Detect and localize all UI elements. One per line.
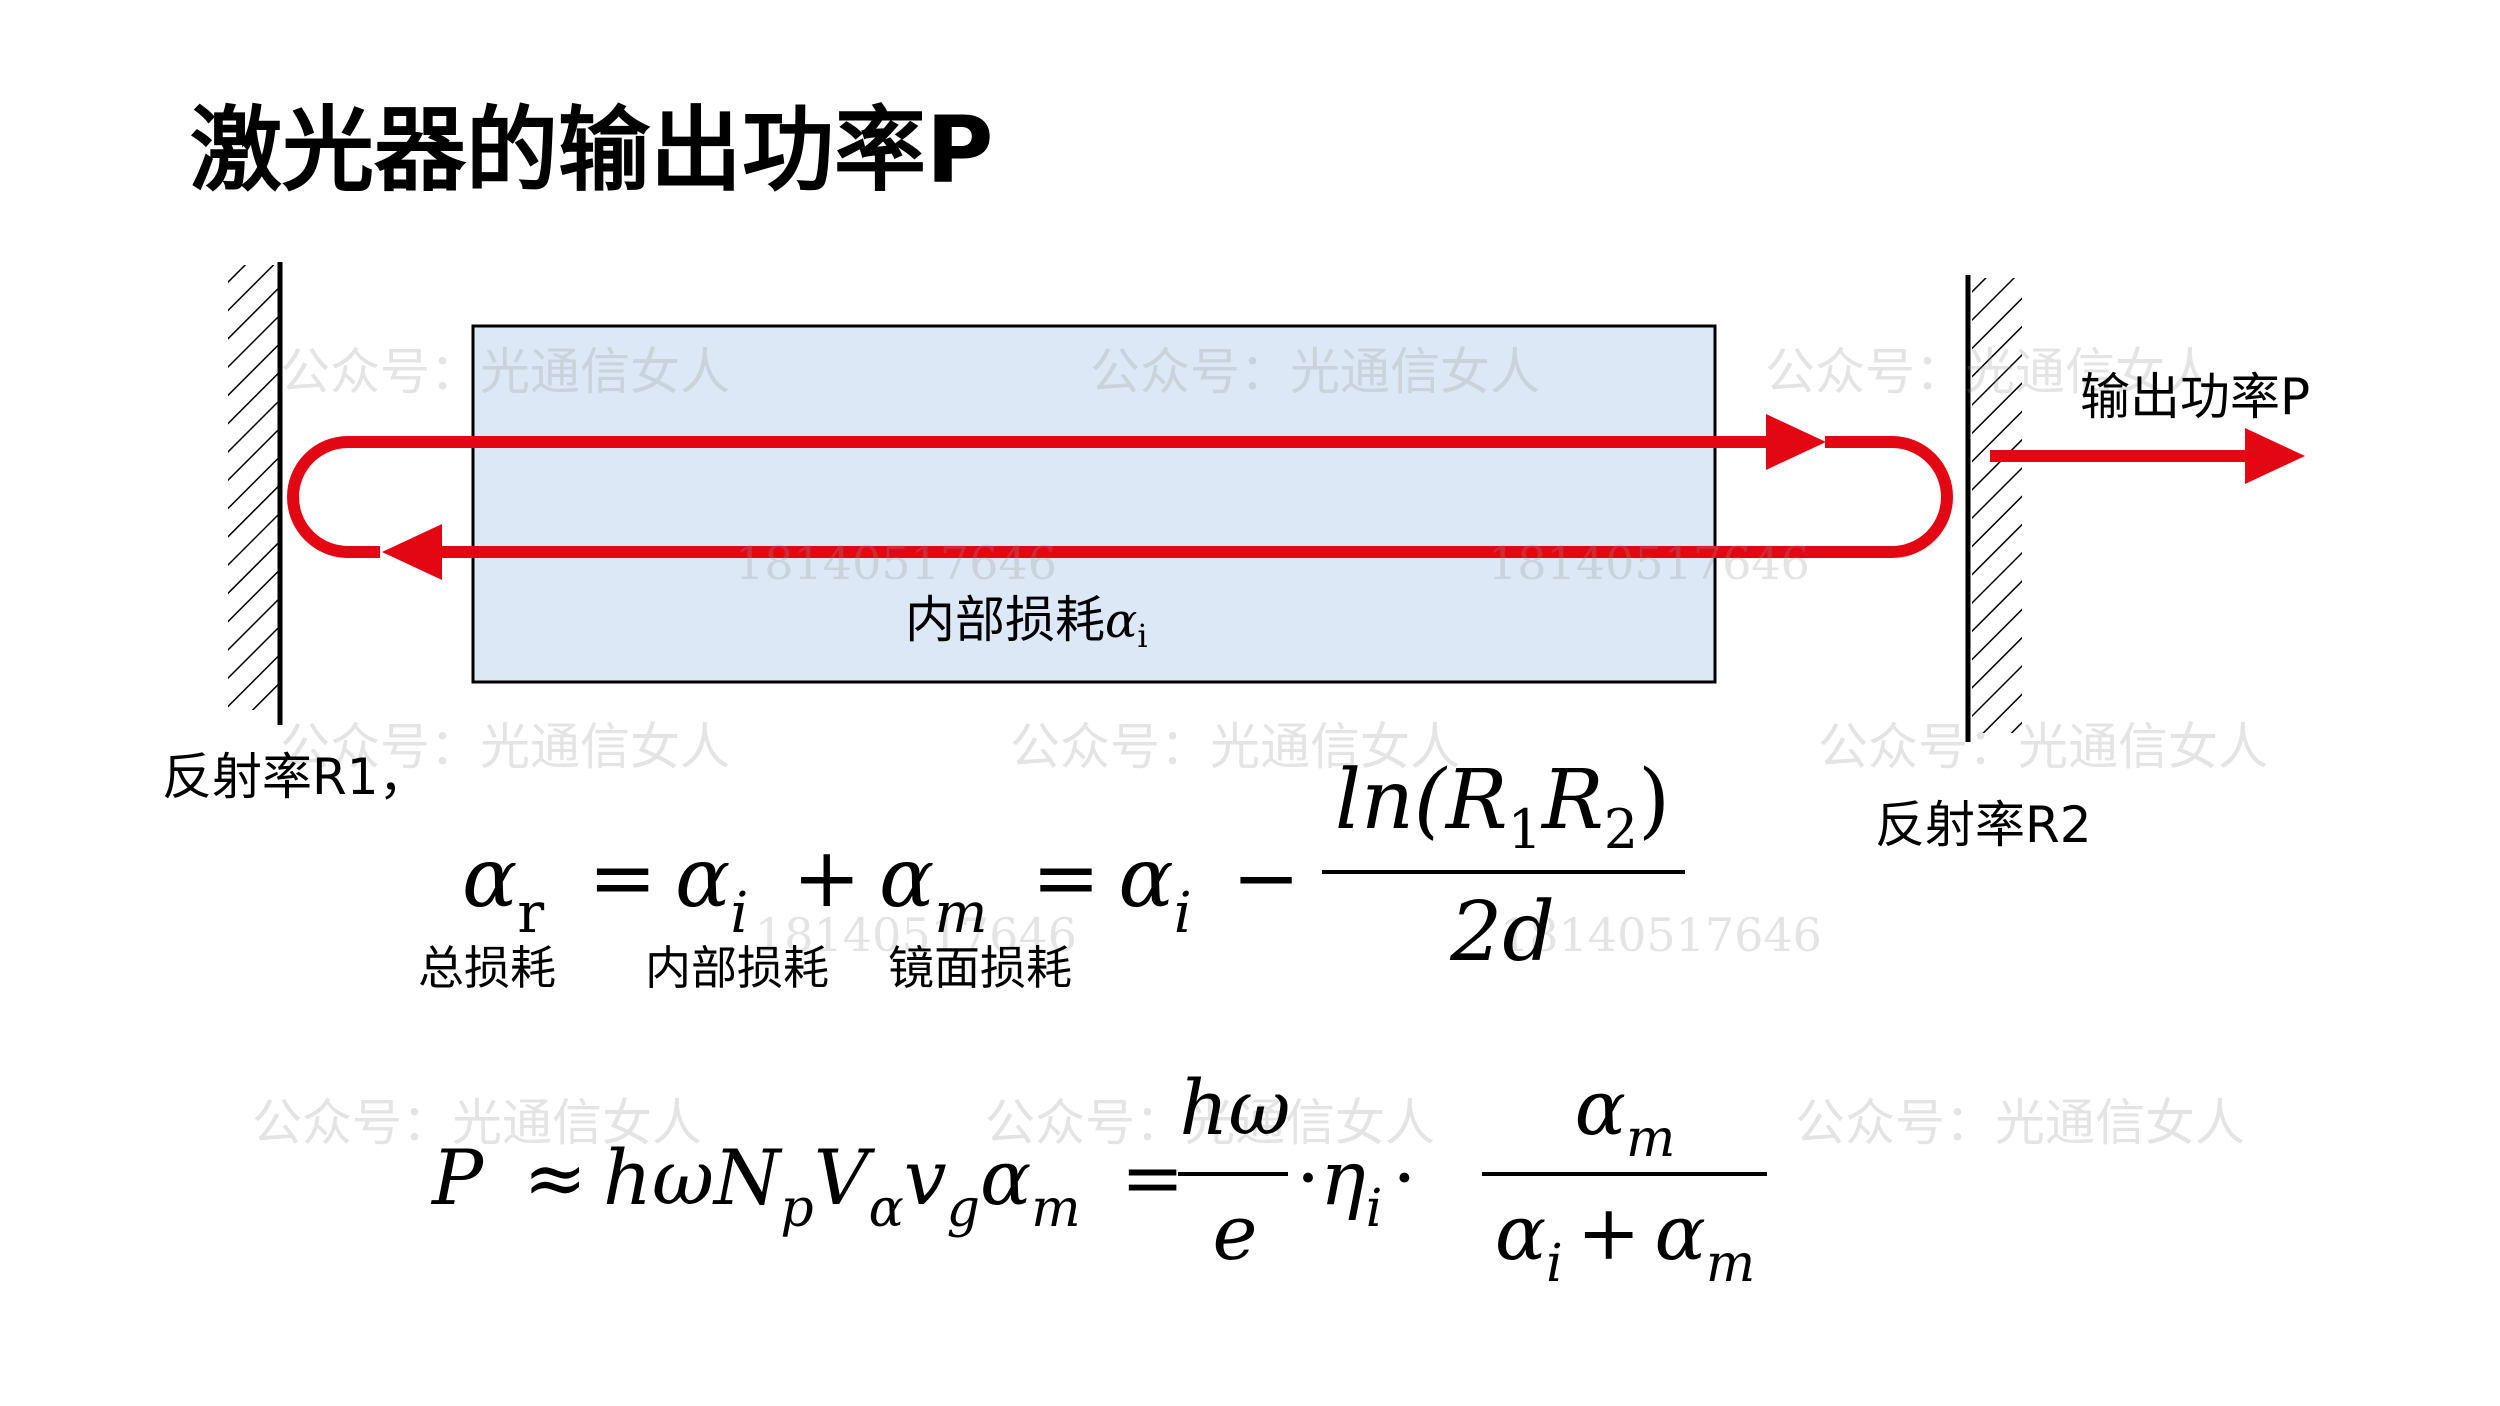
power-fraction1-numerator: hω xyxy=(1179,1063,1291,1152)
right-mirror xyxy=(1965,275,2022,742)
loss-fraction-denominator: 2d xyxy=(1450,885,1555,980)
watermark-number: 18140517646 xyxy=(1488,536,1810,590)
gain-medium xyxy=(471,324,1717,684)
watermark-account: 公众号：光通信女人 xyxy=(280,718,730,776)
left-reflectivity-label: 反射率R1， xyxy=(162,748,429,806)
output-power-label: 输出功率P xyxy=(2080,368,2311,426)
watermark-number: 18140517646 xyxy=(755,908,1077,962)
left-mirror xyxy=(228,262,283,725)
power-fraction2-denominator: αi+αm xyxy=(1494,1188,1756,1294)
loss-fraction-bar xyxy=(1322,870,1685,874)
loss-equation-lhs: αr =αi +αm =αi − xyxy=(462,831,1301,946)
watermark-account: 公众号：光通信女人 xyxy=(1795,1094,2245,1152)
power-equation-lhs: P ≈hωNpVαvgαm = xyxy=(432,1133,1185,1239)
total-loss-label: 总损耗 xyxy=(418,941,556,995)
beam-arrowheads xyxy=(382,414,2305,580)
watermark-account: 公众号：光通信女人 xyxy=(1818,718,2268,776)
watermark-account: 公众号：光通信女人 xyxy=(1090,343,1540,401)
watermark-account: 公众号：光通信女人 xyxy=(280,343,730,401)
watermark-account: 公众号：光通信女人 xyxy=(252,1094,702,1152)
watermark-account: 公众号：光通信女人 xyxy=(1010,718,1460,776)
loss-fraction-numerator: ln(R1R2) xyxy=(1334,753,1671,861)
power-fraction1-bar xyxy=(1178,1172,1288,1176)
internal-loss-caption: 内部损耗 xyxy=(645,941,829,995)
right-reflectivity-label: 反射率R2 xyxy=(1875,796,2092,854)
power-fraction2-bar xyxy=(1482,1172,1767,1176)
page-title: 激光器的输出功率P xyxy=(190,97,994,204)
power-fraction1-denominator: e xyxy=(1212,1188,1258,1277)
watermark-number: 18140517646 xyxy=(735,536,1057,590)
watermark-account: 公众号：光通信女人 xyxy=(985,1094,1435,1152)
watermark-account: 公众号：光通信女人 xyxy=(1765,343,2215,401)
output-arrowhead xyxy=(2245,428,2305,484)
mirror-loss-label: 镜面损耗 xyxy=(888,941,1072,995)
internal-loss-label: 内部损耗αi xyxy=(905,591,1148,655)
watermark-number: 18140517646 xyxy=(1500,908,1822,962)
beam-path xyxy=(287,436,2250,558)
power-fraction2-numerator: αm xyxy=(1574,1063,1676,1169)
backward-arrowhead xyxy=(382,524,442,580)
power-efficiency-term: ·ηi· xyxy=(1296,1133,1417,1239)
forward-arrowhead xyxy=(1766,414,1826,470)
